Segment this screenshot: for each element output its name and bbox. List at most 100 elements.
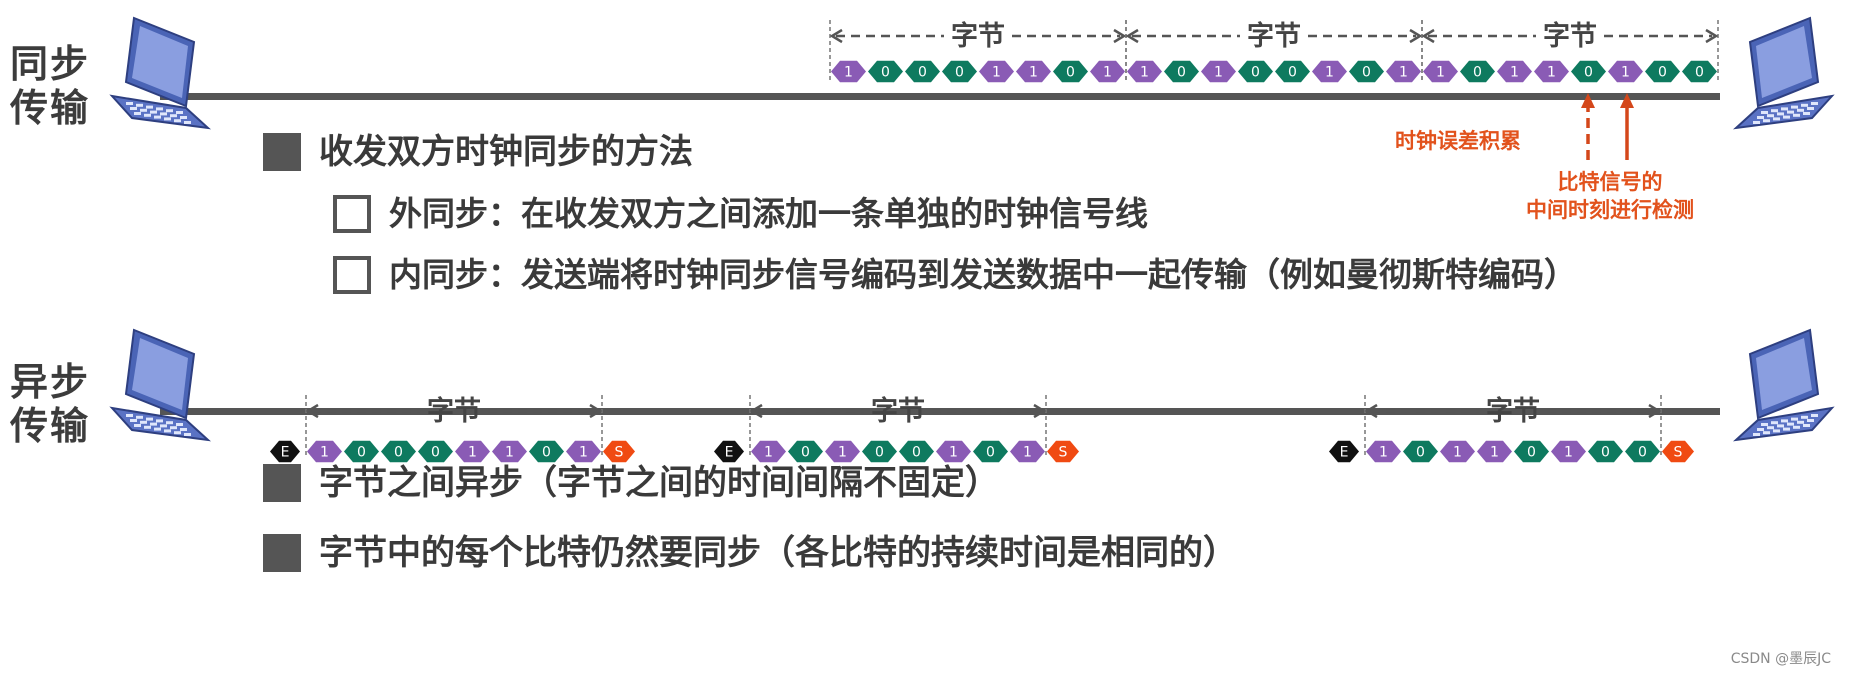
sync-sender-laptop-key (134, 112, 141, 115)
sync-bit-label: 0 (1473, 65, 1482, 81)
async-bit-label: 1 (1379, 445, 1388, 461)
async-bit-label: 0 (986, 445, 995, 461)
async-bit: 0 (1586, 439, 1625, 464)
async-start-marker-shape (1327, 439, 1361, 464)
async-byte-span-arrow-right (1033, 403, 1047, 419)
mid-detect-arrowhead (1620, 93, 1634, 108)
empty-square-icon (333, 195, 371, 233)
sync-bit: 0 (1569, 59, 1608, 84)
async-byte-span-label: 字节 (1486, 395, 1540, 427)
async-bit-label: 1 (1490, 445, 1499, 461)
sync-receiver-laptop-key (1783, 115, 1790, 119)
sync-bit-label: 1 (1510, 65, 1519, 81)
async-label-line1: 异步 (10, 360, 91, 404)
sync-bit-label: 0 (1066, 65, 1075, 81)
async-bit: 0 (786, 439, 825, 464)
sync-bit-label: 1 (1029, 65, 1038, 81)
async-sender-laptop-key (156, 419, 163, 423)
sync-byte-span-label: 字节 (1247, 20, 1301, 52)
sync-receiver-laptop-key (1807, 107, 1814, 110)
sync-bit-label: 0 (1362, 65, 1371, 81)
mid-detect-annotation: 比特信号的 中间时刻进行检测 (1526, 168, 1694, 224)
sync-bit-label: 0 (1288, 65, 1297, 81)
async-receiver-laptop-display (1756, 338, 1812, 410)
bullet-methods: 收发双方时钟同步的方法 (263, 132, 693, 172)
async-start-marker: E (268, 439, 302, 464)
bullet-between-bytes-text: 字节之间异步（字节之间的时间间隔不固定） (319, 463, 999, 503)
sync-annotation-arrows (1581, 93, 1634, 160)
sync-bit: 0 (1458, 59, 1497, 84)
async-bit: 1 (1364, 439, 1403, 464)
sync-bit: 1 (1014, 59, 1053, 84)
async-receiver-laptop-key (1771, 421, 1778, 425)
async-bit: 0 (971, 439, 1010, 464)
async-sender-laptop-key (160, 424, 167, 428)
bullet-internal-text: 内同步：发送端将时钟同步信号编码到发送数据中一起传输（例如曼彻斯特编码） (389, 255, 1577, 294)
sync-sender-laptop-base (109, 94, 212, 130)
sync-receiver-laptop-key (1753, 121, 1760, 124)
async-sender-laptop-key (164, 429, 171, 433)
sync-bit: 0 (1236, 59, 1275, 84)
async-receiver-laptop-key (1777, 424, 1784, 428)
async-bit: 0 (379, 439, 418, 464)
sync-bit: 0 (1162, 59, 1201, 84)
async-bit: 1 (1475, 439, 1514, 464)
async-bit-label: 1 (579, 445, 588, 461)
filled-square-icon (263, 534, 301, 572)
async-sender-laptop-key (144, 425, 151, 429)
async-receiver-laptop-key (1753, 433, 1760, 436)
async-bit-label: 1 (320, 445, 329, 461)
sync-receiver-laptop-key (1801, 103, 1808, 107)
async-sender-laptop-key (146, 417, 153, 421)
async-stop-marker: S (1660, 439, 1696, 464)
sync-receiver-laptop-key (1797, 108, 1804, 112)
async-sender-laptop-key (166, 421, 173, 425)
async-bit: 0 (416, 439, 455, 464)
sync-bit-label: 1 (1436, 65, 1445, 81)
async-byte-span-arrow-left (305, 403, 319, 419)
sync-bit-label: 0 (1695, 65, 1704, 81)
sync-bit-label: 1 (1621, 65, 1630, 81)
async-receiver-laptop-base (1732, 406, 1835, 442)
sync-receiver-laptop-key (1761, 111, 1768, 114)
async-byte-span-label: 字节 (871, 395, 925, 427)
sync-receiver-laptop (1732, 16, 1835, 130)
sync-sender-laptop-key (156, 107, 163, 111)
async-bit: 0 (897, 439, 936, 464)
async-bit: 1 (749, 439, 788, 464)
sync-bit-label: 1 (1103, 65, 1112, 81)
async-byte-span-arrow-right (589, 403, 603, 419)
async-sender-laptop-key (130, 419, 137, 422)
sync-sender-laptop-display (132, 26, 188, 98)
async-start-marker-label: E (281, 445, 290, 461)
sync-bit: 1 (1310, 59, 1349, 84)
async-bit-label: 1 (949, 445, 958, 461)
sync-byte-span-arrow-right (1409, 28, 1423, 44)
async-bit-label: 1 (1453, 445, 1462, 461)
async-bit-label: 0 (431, 445, 440, 461)
sync-sender-laptop-key (144, 113, 151, 117)
sync-bit: 0 (1273, 59, 1312, 84)
sync-receiver-laptop-base (1732, 94, 1835, 130)
bullet-internal: 内同步：发送端将时钟同步信号编码到发送数据中一起传输（例如曼彻斯特编码） (333, 255, 1577, 295)
bullet-methods-text: 收发双方时钟同步的方法 (319, 132, 693, 172)
async-sender-laptop-key (150, 422, 157, 426)
bullet-within-byte-text: 字节中的每个比特仍然要同步（各比特的持续时间是相同的） (319, 533, 1237, 573)
async-bit-label: 1 (764, 445, 773, 461)
async-sender-laptop-key (136, 415, 143, 419)
async-receiver-laptop-key (1807, 419, 1814, 422)
sync-sender-laptop-key (140, 108, 147, 112)
async-bit: 0 (527, 439, 566, 464)
sync-byte-span: 字节 (1421, 20, 1719, 80)
async-bit: 1 (453, 439, 492, 464)
sync-receiver-laptop-display (1756, 26, 1812, 98)
async-bit: 0 (1401, 439, 1440, 464)
async-bit-label: 0 (1638, 445, 1647, 461)
async-bit: 1 (1008, 439, 1047, 464)
clock-error-arrowhead (1581, 93, 1595, 108)
async-receiver-laptop-key (1787, 422, 1794, 426)
sync-sender-laptop-key (126, 102, 133, 105)
async-bit-label: 1 (1564, 445, 1573, 461)
async-bit-label: 0 (542, 445, 551, 461)
